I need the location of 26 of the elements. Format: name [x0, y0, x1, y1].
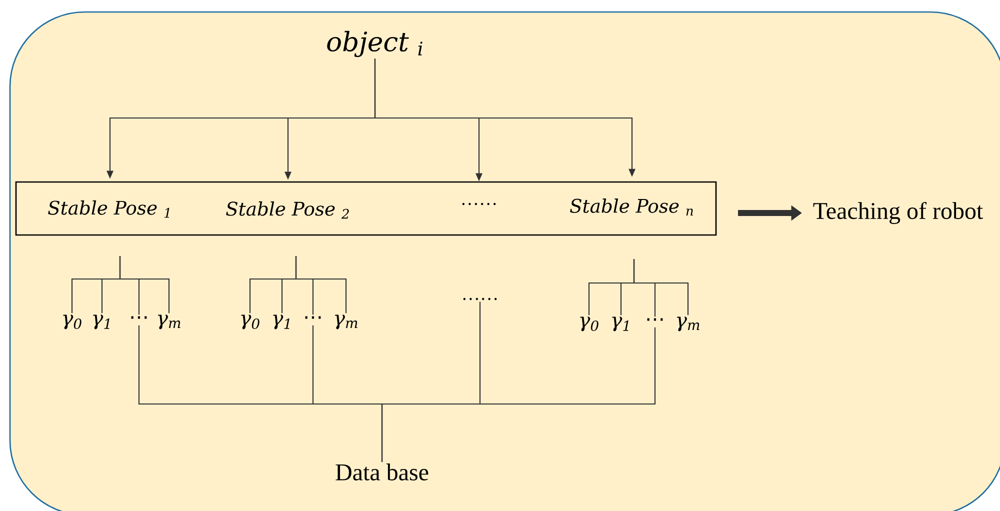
parameter-label: γ$_{0}$ [241, 314, 260, 330]
rounded-panel [9, 11, 1000, 511]
ellipsis: …… [463, 298, 497, 300]
parameter-label: γ$_{1}$ [93, 314, 110, 330]
ellipsis: …… [462, 202, 496, 206]
ellipsis: ⋯ [305, 316, 321, 319]
tree-line [295, 256, 347, 314]
parameter-label: γ$_{m}$ [334, 314, 358, 330]
pose-label: Stable Pose $_{n}$ [570, 198, 693, 216]
tree-line [633, 259, 689, 316]
ellipsis: ⋯ [647, 318, 663, 321]
connector-line [381, 327, 656, 462]
parameter-label: γ$_{0}$ [580, 316, 598, 332]
ellipsis: ⋯ [131, 316, 147, 319]
tree-line [119, 256, 170, 314]
parameter-label: γ$_{1}$ [273, 314, 290, 330]
database-label: Data base [336, 464, 428, 480]
parameter-label: γ$_{0}$ [63, 314, 82, 330]
object-label: object $_{i}$ [327, 30, 422, 58]
pose-label: Stable Pose $_{1}$ [48, 200, 170, 218]
parameter-label: γ$_{1}$ [612, 316, 628, 332]
output-label: Teaching of robot [813, 202, 983, 224]
pose-row-box [15, 181, 717, 236]
parameter-label: γ$_{m}$ [676, 316, 700, 332]
parameter-label: γ$_{m}$ [158, 314, 180, 330]
pose-label: Stable Pose $_{2}$ [226, 201, 349, 219]
